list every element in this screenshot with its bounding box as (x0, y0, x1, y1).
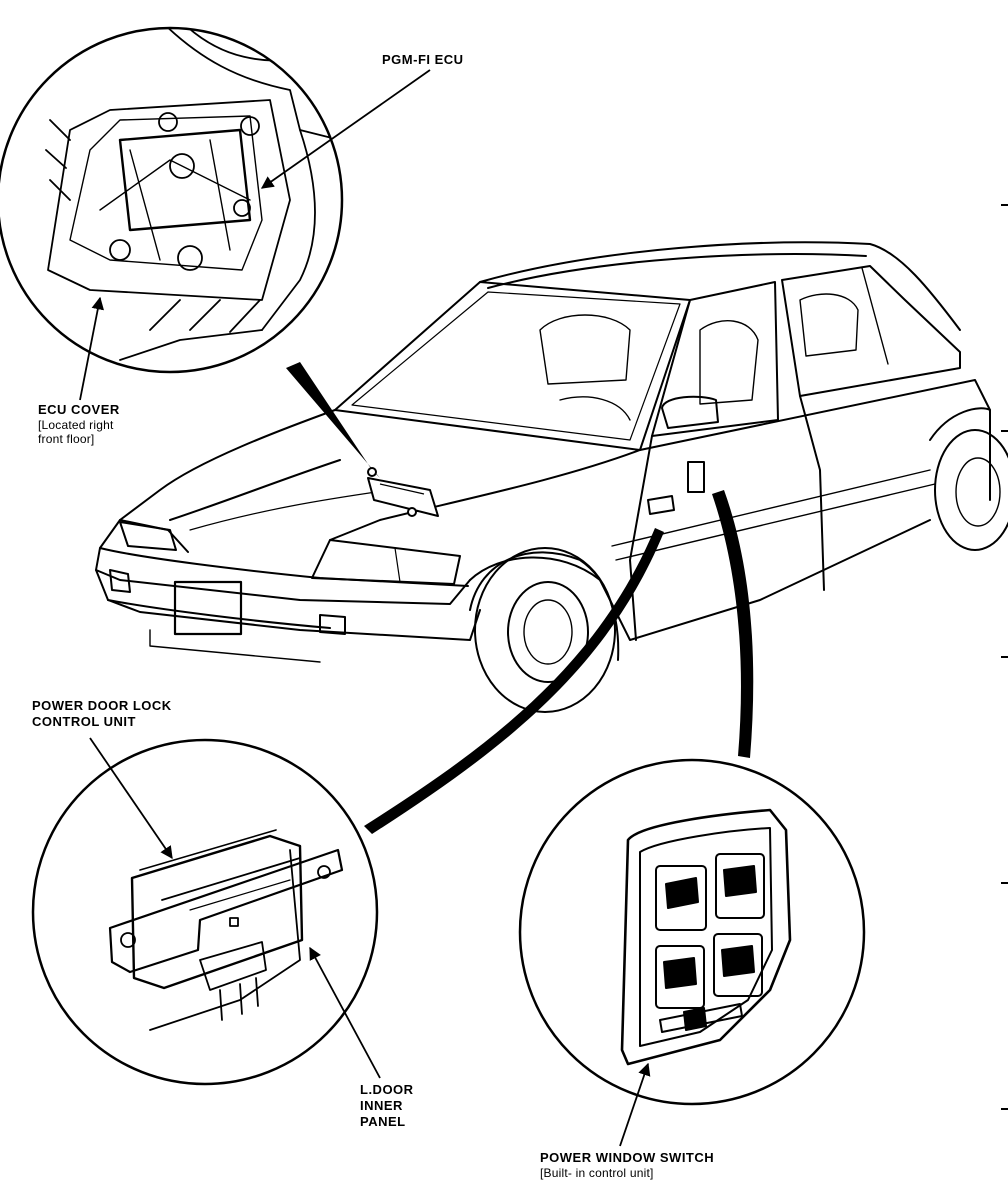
callout-connectors (286, 362, 754, 834)
window-switch-detail-circle (518, 758, 866, 1106)
car-illustration (95, 241, 1008, 713)
ecu-cover-leader (79, 296, 105, 401)
power-door-lock-label: POWER DOOR LOCK CONTROL UNIT (32, 698, 172, 730)
edge-tick (1001, 1108, 1008, 1110)
pgm-fi-ecu-text: PGM-FI ECU (382, 52, 464, 67)
pgm-fi-ecu-label: PGM-FI ECU (382, 52, 464, 68)
ecu-cover-note-2: front floor] (38, 432, 95, 447)
edge-tick (1001, 882, 1008, 884)
window-switch-leader (619, 1062, 651, 1147)
ecu-cover-text: ECU COVER (38, 402, 120, 417)
power-window-switch-text: POWER WINDOW SWITCH (540, 1150, 715, 1165)
edge-tick (1001, 430, 1008, 432)
l-door-text-1: L.DOOR (360, 1082, 414, 1097)
ecu-cover-note-1: [Located right (38, 417, 114, 432)
power-window-switch-note: [Built- in control unit] (540, 1165, 654, 1180)
l-door-text-3: PANEL (360, 1113, 406, 1129)
l-door-text-2: INNER (360, 1097, 403, 1113)
ecu-cover-label: ECU COVER [Located right front floor] (38, 402, 120, 447)
ecu-detail-circle (0, 26, 344, 374)
power-window-switch-label: POWER WINDOW SWITCH [Built- in control u… (540, 1150, 714, 1180)
power-door-lock-text-2: CONTROL UNIT (32, 713, 136, 729)
door-panel-leader (309, 946, 381, 1079)
door-lock-unit-leader (89, 737, 173, 860)
door-lock-detail-circle (31, 738, 379, 1086)
ecu-cover-part (367, 467, 439, 517)
edge-tick (1001, 204, 1008, 206)
leader-lines (79, 69, 651, 1147)
pgm-fi-ecu-leader (260, 69, 431, 189)
edge-tick (1001, 656, 1008, 658)
l-door-inner-panel-label: L.DOOR INNER PANEL (360, 1082, 414, 1130)
power-door-lock-text-1: POWER DOOR LOCK (32, 698, 172, 713)
